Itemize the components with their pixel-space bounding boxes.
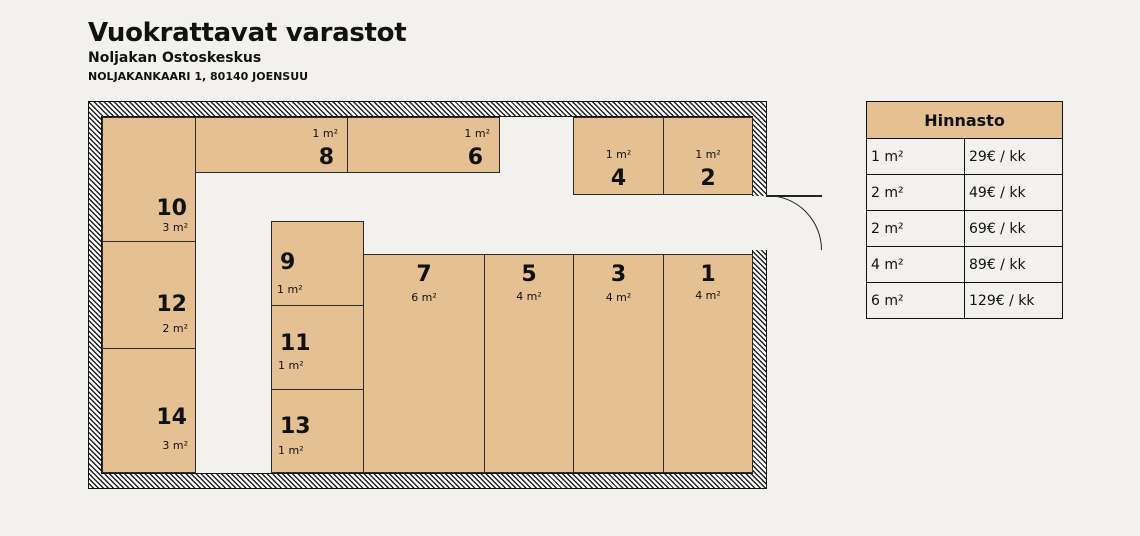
price-area: 1 m²	[866, 138, 965, 175]
storage-unit-3[interactable]: 3 4 m²	[573, 254, 664, 473]
page-title: Vuokrattavat varastot	[88, 18, 407, 48]
unit-size: 1 m²	[312, 127, 338, 140]
price-value: 49€ / kk	[964, 174, 1063, 211]
table-row: 2 m² 69€ / kk	[866, 210, 1063, 247]
table-row: 2 m² 49€ / kk	[866, 174, 1063, 211]
page-subtitle: Noljakan Ostoskeskus	[88, 50, 262, 66]
unit-size: 4 m²	[516, 290, 542, 303]
price-area: 2 m²	[866, 210, 965, 247]
unit-number: 12	[156, 292, 187, 317]
storage-unit-5[interactable]: 5 4 m²	[484, 254, 574, 473]
storage-unit-9[interactable]: 9 1 m²	[271, 221, 364, 306]
unit-size: 1 m²	[278, 359, 304, 372]
unit-number: 6	[467, 145, 483, 170]
price-table-title: Hinnasto	[866, 101, 1063, 139]
storage-unit-6[interactable]: 1 m² 6	[347, 117, 500, 173]
unit-size: 6 m²	[411, 291, 437, 304]
unit-size: 2 m²	[162, 322, 188, 335]
storage-unit-1[interactable]: 1 4 m²	[663, 254, 753, 473]
storage-unit-8[interactable]: 1 m² 8	[195, 117, 348, 173]
price-value: 89€ / kk	[964, 246, 1063, 283]
unit-number: 7	[416, 262, 432, 287]
price-table: Hinnasto 1 m² 29€ / kk 2 m² 49€ / kk 2 m…	[866, 101, 1063, 319]
unit-size: 3 m²	[162, 439, 188, 452]
storage-unit-14[interactable]: 14 3 m²	[102, 348, 196, 473]
unit-number: 11	[280, 331, 311, 356]
unit-size: 3 m²	[162, 221, 188, 234]
unit-number: 14	[156, 405, 187, 430]
storage-unit-7[interactable]: 7 6 m²	[363, 254, 485, 473]
unit-number: 10	[156, 196, 187, 221]
storage-unit-11[interactable]: 11 1 m²	[271, 305, 364, 390]
storage-unit-12[interactable]: 12 2 m²	[102, 241, 196, 349]
unit-number: 5	[521, 262, 537, 287]
unit-number: 4	[610, 166, 627, 191]
unit-size: 1 m²	[464, 127, 490, 140]
storage-unit-2[interactable]: 1 m² 2	[663, 117, 753, 195]
storage-unit-4[interactable]: 1 m² 4	[573, 117, 664, 195]
price-value: 129€ / kk	[964, 282, 1063, 319]
unit-number: 1	[700, 262, 716, 287]
door-opening	[752, 196, 768, 250]
address-text: NOLJAKANKAARI 1, 80140 JOENSUU	[88, 70, 309, 83]
unit-number: 3	[610, 262, 627, 287]
table-row: 6 m² 129€ / kk	[866, 282, 1063, 319]
unit-number: 9	[280, 250, 296, 275]
storage-unit-13[interactable]: 13 1 m²	[271, 389, 364, 473]
unit-number: 13	[280, 414, 311, 439]
price-value: 29€ / kk	[964, 138, 1063, 175]
price-value: 69€ / kk	[964, 210, 1063, 247]
unit-size: 4 m²	[605, 291, 632, 304]
table-row: 4 m² 89€ / kk	[866, 246, 1063, 283]
unit-number: 2	[700, 166, 716, 191]
unit-size: 1 m²	[278, 444, 304, 457]
price-area: 2 m²	[866, 174, 965, 211]
unit-size: 4 m²	[695, 289, 721, 302]
storage-unit-10[interactable]: 10 3 m²	[102, 117, 196, 242]
unit-size: 1 m²	[605, 148, 632, 161]
unit-size: 1 m²	[277, 283, 303, 296]
table-row: 1 m² 29€ / kk	[866, 138, 1063, 175]
door-leaf	[766, 195, 822, 197]
price-area: 4 m²	[866, 246, 965, 283]
price-area: 6 m²	[866, 282, 965, 319]
unit-number: 8	[318, 145, 334, 170]
unit-size: 1 m²	[695, 148, 721, 161]
